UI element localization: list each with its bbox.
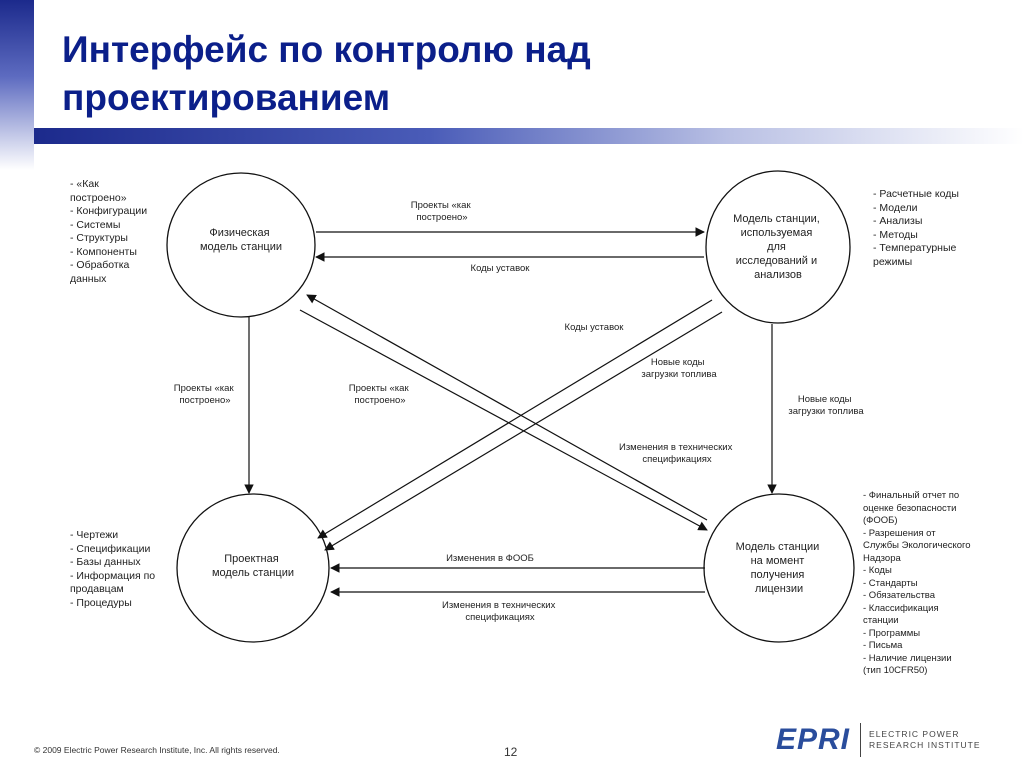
node-design-line-1: Проектная	[224, 553, 278, 565]
edge-label-license-to-design-foob: Изменения в ФООБ	[446, 553, 534, 564]
node-physical-line-1: Физическая	[209, 227, 269, 239]
page-number: 12	[504, 745, 518, 759]
list-item: оценке безопасности	[863, 502, 957, 514]
node-physical-model: Физическая модель станции	[166, 172, 316, 318]
design-control-diagram: Физическая модель станции Модель станции…	[166, 170, 864, 643]
logo-text-line-2: RESEARCH INSTITUTE	[869, 740, 981, 750]
edge-label-research-to-phys: Коды уставок	[471, 263, 531, 274]
title-underline	[34, 128, 1024, 144]
svg-text:Модель станции, использу: Модель станции, используемая для исследо…	[733, 213, 823, 281]
list-research-attributes: - Расчетные коды - Модели - Анализы - Ме…	[873, 188, 959, 269]
edge-license-to-phys	[306, 294, 708, 521]
list-item: - Наличие лицензии	[863, 652, 952, 664]
list-item: - Базы данных	[70, 556, 141, 568]
list-item: - Системы	[70, 218, 121, 231]
edge-phys-to-license	[299, 309, 708, 531]
node-research-line-5: анализов	[754, 269, 802, 281]
list-item: - Спецификации	[70, 542, 151, 555]
list-item: - Информация по	[70, 569, 156, 582]
node-research-line-1: Модель станции,	[733, 213, 820, 225]
edge-label-license-to-design-spec: Изменения в технических спецификациях	[442, 600, 558, 623]
svg-text:Проектная модель станции: Проектная модель станции	[212, 553, 294, 579]
list-item: - Финальный отчет по	[863, 490, 960, 501]
node-research-line-4: исследований и	[736, 255, 817, 267]
list-item: Службы Экологического	[863, 540, 971, 551]
list-item: - Обязательства	[863, 590, 936, 601]
list-item: станции	[863, 615, 899, 626]
footer-copyright: © 2009 Electric Power Research Institute…	[34, 745, 280, 755]
list-design-attributes: - Чертежи - Спецификации - Базы данных -…	[70, 529, 155, 610]
edge-research-to-design-codes	[317, 299, 713, 539]
list-item: - Классификация	[863, 602, 939, 614]
list-item: продавцам	[70, 583, 124, 595]
list-item: - Структуры	[70, 232, 128, 244]
epri-logo-text: ELECTRIC POWER RESEARCH INSTITUTE	[869, 729, 981, 751]
list-item: - Письма	[863, 640, 903, 651]
edge-label-license-to-phys: Изменения в технических спецификациях	[619, 442, 735, 465]
node-design-model: Проектная модель станции	[176, 493, 330, 643]
side-accent-bar	[0, 0, 34, 170]
list-item: - Температурные	[873, 242, 957, 254]
node-research-line-2: используемая	[741, 227, 813, 239]
list-item: - Расчетные коды	[873, 188, 959, 200]
edge-label-phys-to-research: Проекты «как построено»	[411, 200, 474, 223]
list-item: - Программы	[863, 627, 921, 639]
list-item: - Методы	[873, 228, 918, 241]
node-license-line-1: Модель станции	[736, 541, 820, 553]
node-research-model: Модель станции, используемая для исследо…	[705, 170, 851, 324]
node-license-line-4: лицензии	[755, 583, 803, 595]
node-physical-line-2: модель станции	[200, 241, 282, 253]
list-item: - «Как	[70, 178, 99, 190]
epri-logo: EPRI ELECTRIC POWER RESEARCH INSTITUTE	[776, 722, 981, 758]
list-item: (ФООБ)	[863, 515, 898, 526]
svg-text:Физическая модель станци: Физическая модель станции	[200, 227, 282, 253]
list-item: - Стандарты	[863, 577, 918, 589]
list-license-attributes: - Финальный отчет по оценке безопасности…	[863, 490, 971, 678]
node-research-line-3: для	[767, 241, 786, 253]
edge-label-research-to-design-codes: Коды уставок	[565, 322, 625, 333]
list-physical-attributes: - «Как построено» - Конфигурации - Систе…	[70, 178, 147, 286]
node-license-line-2: на момент	[751, 555, 805, 567]
list-item: данных	[70, 272, 107, 285]
list-item: - Компоненты	[70, 245, 137, 258]
list-item: - Анализы	[873, 215, 923, 227]
list-item: - Чертежи	[70, 529, 119, 541]
list-item: построено»	[70, 191, 127, 204]
list-item: - Обработка	[70, 259, 130, 271]
logo-text-line-1: ELECTRIC POWER	[869, 729, 960, 739]
list-item: - Модели	[873, 201, 918, 214]
slide-title: Интерфейс по контролю над проектирование…	[62, 29, 591, 118]
epri-logo-mark: EPRI	[776, 723, 851, 756]
list-item: - Разрешения от	[863, 527, 936, 539]
list-item: (тип 10CFR50)	[863, 665, 928, 676]
node-license-line-3: получения	[751, 569, 805, 581]
list-item: режимы	[873, 255, 913, 268]
svg-text:Модель станции на момент: Модель станции на момент получения лицен…	[736, 541, 823, 595]
edge-research-to-design-fuel	[324, 311, 723, 551]
list-item: - Процедуры	[70, 596, 132, 609]
edge-label-research-to-design-fuel: Новые коды загрузки топлива	[641, 357, 717, 380]
list-item: - Коды	[863, 565, 892, 576]
edge-label-research-to-license: Новые коды загрузки топлива	[788, 394, 864, 417]
node-license-model: Модель станции на момент получения лицен…	[703, 493, 855, 643]
list-item: Надзора	[863, 552, 901, 564]
edge-label-phys-to-license: Проекты «как построено»	[349, 383, 412, 406]
logo-divider	[860, 723, 862, 757]
node-design-line-2: модель станции	[212, 567, 294, 579]
list-item: - Конфигурации	[70, 205, 148, 217]
edge-label-phys-to-design: Проекты «как построено»	[174, 383, 237, 406]
